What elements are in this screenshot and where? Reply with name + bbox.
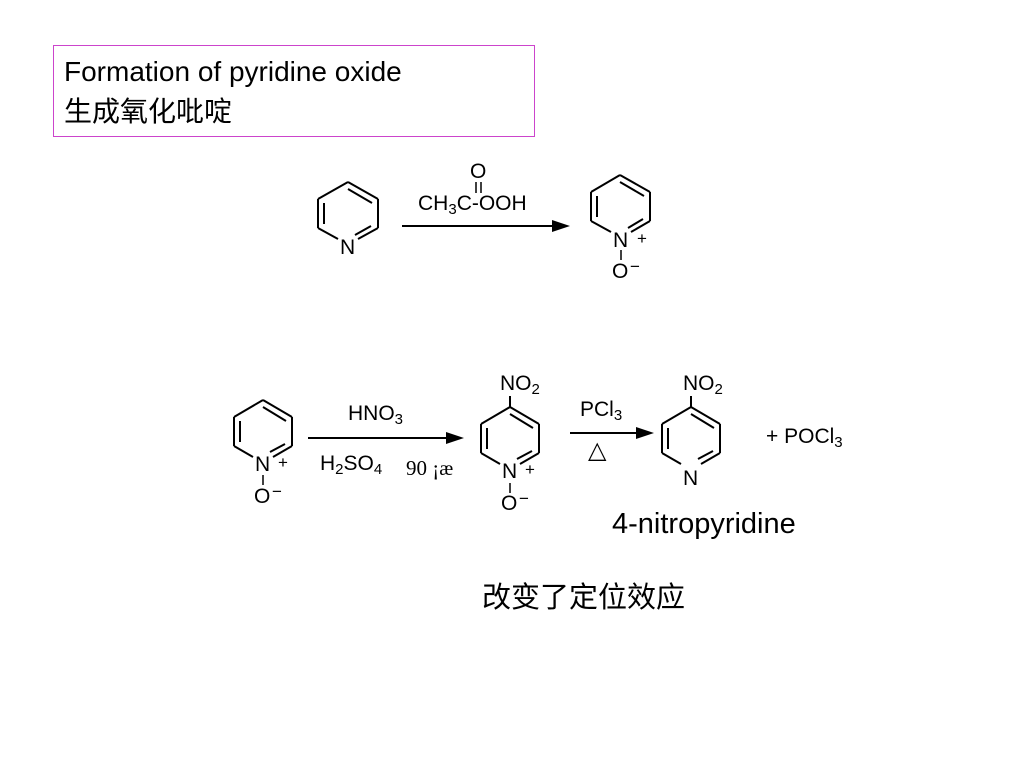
nitropyridine-ring xyxy=(661,396,721,465)
reactant2-plus: + xyxy=(278,453,288,472)
sulfuric-acid-label: H2SO4 xyxy=(320,452,383,478)
pyridine-n: N xyxy=(340,236,356,259)
intermediate-minus: − xyxy=(519,489,529,508)
intermediate-o: O xyxy=(501,492,518,515)
product2-no2: NO2 xyxy=(683,372,723,398)
pcl3-label: PCl3 xyxy=(580,398,623,424)
product1-o: O xyxy=(612,260,629,283)
arrow-1 xyxy=(402,220,570,232)
temperature-label: 90 ¡æ xyxy=(406,456,454,480)
pocl3-label: + POCl3 xyxy=(766,425,843,451)
pyridine-n-oxide-ring-1 xyxy=(590,174,651,260)
intermediate-plus: + xyxy=(525,460,535,479)
product1-minus: − xyxy=(630,257,640,276)
title-english: Formation of pyridine oxide xyxy=(64,56,402,87)
title-box: Formation of pyridine oxide 生成氧化吡啶 xyxy=(53,45,535,137)
reactant2-n: N xyxy=(255,453,271,476)
product1-plus: + xyxy=(637,229,647,248)
carbonyl-bond xyxy=(475,182,482,193)
arrow-3 xyxy=(570,427,654,439)
reactant2-o: O xyxy=(254,485,271,508)
nitric-acid-label: HNO3 xyxy=(348,402,404,428)
intermediate-no2: NO2 xyxy=(500,372,540,398)
arrow-2 xyxy=(308,432,464,444)
directing-effect-note: 改变了定位效应 xyxy=(482,580,686,614)
bonds xyxy=(233,174,721,493)
intermediate-n: N xyxy=(502,460,518,483)
pyridine-ring xyxy=(317,181,379,240)
product2-n: N xyxy=(683,467,699,490)
reactant2-minus: − xyxy=(272,482,282,501)
product1-n: N xyxy=(613,229,629,252)
pyridine-n-oxide-ring-2 xyxy=(233,399,293,485)
product-name: 4-nitropyridine xyxy=(612,508,796,540)
peracetic-acid-label: CH3C-OOH xyxy=(418,192,527,218)
reagent-carbonyl-o: O xyxy=(470,160,487,183)
title-chinese: 生成氧化吡啶 xyxy=(64,95,233,128)
nitropyridine-n-oxide-ring xyxy=(480,396,540,493)
heat-icon: △ xyxy=(588,437,607,464)
